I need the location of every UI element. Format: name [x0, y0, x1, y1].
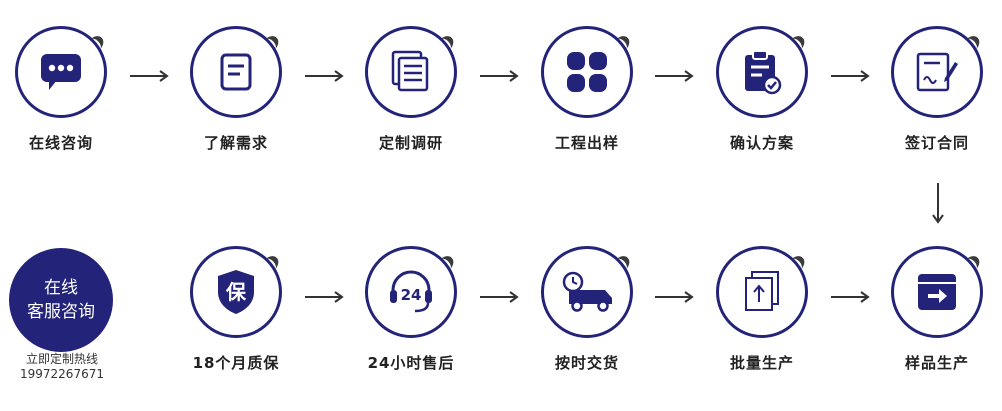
- arrow-right-icon: [480, 291, 520, 303]
- grid-blocks-icon: [567, 52, 607, 92]
- step-ring: 24: [365, 246, 457, 338]
- step-ring: [15, 26, 107, 118]
- delivery-truck-icon: [562, 271, 612, 312]
- step-ring: [190, 26, 282, 118]
- step-ring: [891, 26, 983, 118]
- step-label: 批量生产: [729, 354, 794, 372]
- shield-guarantee-icon: 保: [218, 270, 254, 314]
- headset-24-icon: 24: [390, 270, 432, 313]
- step-label: 工程出样: [554, 134, 619, 152]
- clipboard-check-icon: [745, 50, 782, 95]
- step-ring: [716, 26, 808, 118]
- arrow-right-icon: [480, 70, 520, 82]
- step-label: 了解需求: [203, 134, 268, 152]
- arrow-right-icon: [655, 70, 695, 82]
- step-ring: [716, 246, 808, 338]
- arrow-down-icon: [931, 183, 945, 229]
- headset-text: 24: [401, 286, 422, 304]
- arrow-right-icon: [130, 70, 170, 82]
- step-label: 18个月质保: [192, 354, 280, 372]
- arrow-right-icon: [305, 291, 345, 303]
- service-line2: 客服咨询: [27, 302, 95, 322]
- step-label: 样品生产: [904, 354, 969, 372]
- arrow-right-icon: [305, 70, 345, 82]
- hotline: 立即定制热线 19972267671: [0, 352, 124, 382]
- step-ring: [365, 26, 457, 118]
- step-label: 定制调研: [378, 134, 443, 152]
- step-ring: [541, 26, 633, 118]
- step-label: 在线咨询: [28, 134, 93, 152]
- step-ring: [541, 246, 633, 338]
- arrow-right-icon: [831, 291, 871, 303]
- online-service-button[interactable]: 在线 客服咨询: [9, 248, 113, 352]
- step-label: 确认方案: [729, 134, 794, 152]
- chat-bubble-icon: [41, 54, 81, 90]
- step-ring: 保: [190, 246, 282, 338]
- step-ring: [891, 246, 983, 338]
- hotline-number: 19972267671: [20, 367, 104, 381]
- box-arrow-icon: [918, 274, 956, 310]
- step-label: 签订合同: [904, 134, 969, 152]
- stacked-upload-icon: [745, 271, 779, 311]
- stacked-documents-icon: [391, 50, 429, 92]
- step-label: 24小时售后: [367, 354, 455, 372]
- document-icon: [220, 53, 252, 91]
- arrow-right-icon: [655, 291, 695, 303]
- service-line1: 在线: [44, 278, 78, 298]
- hotline-label: 立即定制热线: [25, 352, 98, 366]
- shield-text: 保: [225, 280, 247, 304]
- arrow-right-icon: [831, 70, 871, 82]
- step-label: 按时交货: [554, 354, 619, 372]
- contract-pen-icon: [916, 52, 958, 92]
